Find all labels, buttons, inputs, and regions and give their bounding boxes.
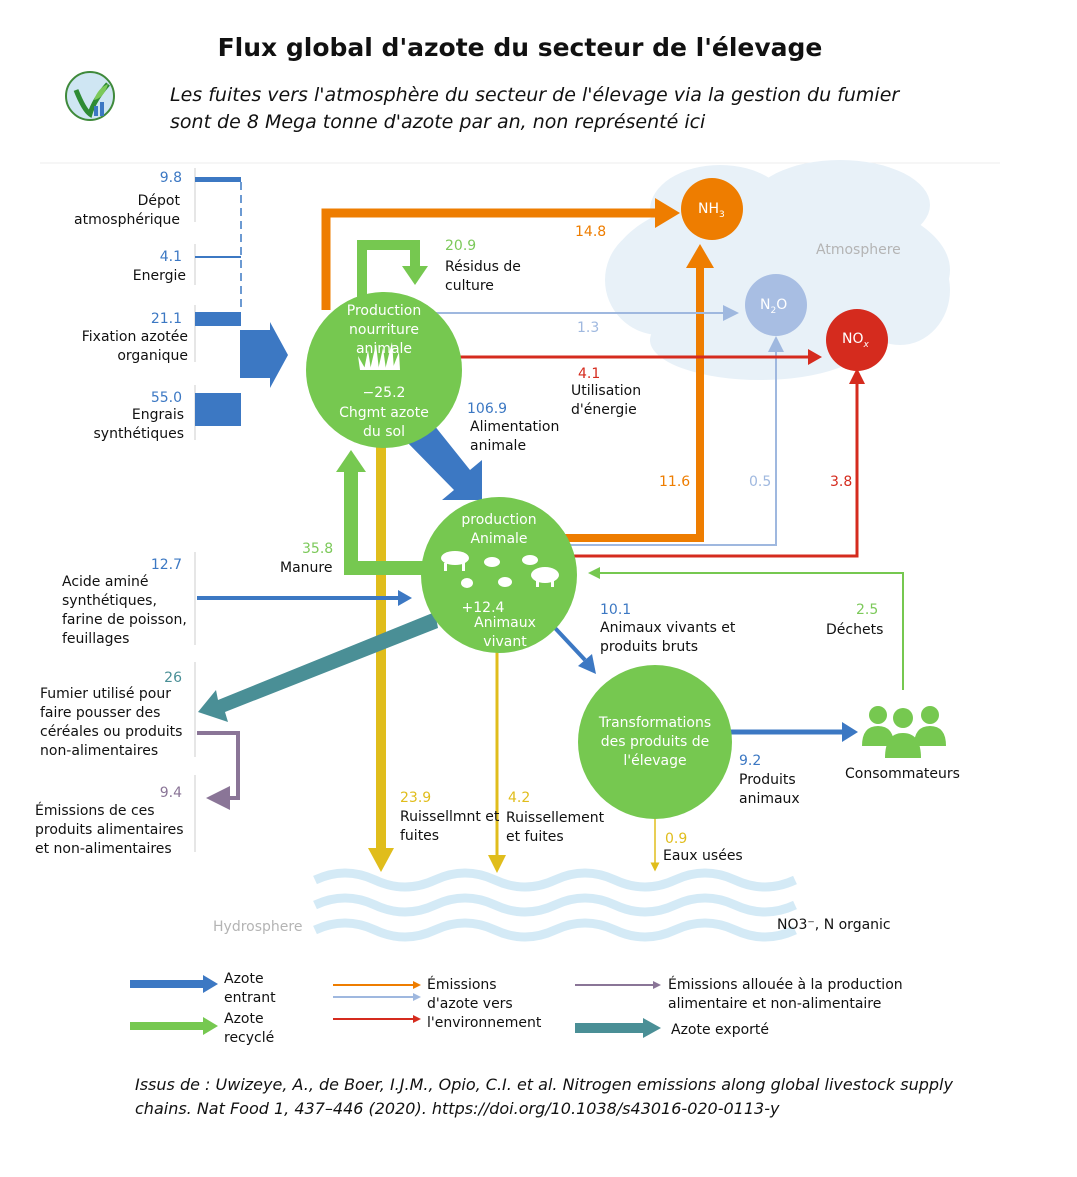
production-nourriture-value: −25.2 bbox=[362, 385, 406, 401]
energie-label: Energie bbox=[132, 268, 186, 284]
manure-flow bbox=[336, 450, 432, 575]
atmosphere-cloud bbox=[605, 160, 950, 380]
fumier-label: Fumier utilisé pour faire pousser des cé… bbox=[40, 686, 183, 759]
emissions-produits-value: 9.4 bbox=[159, 785, 182, 801]
dechets-flow bbox=[588, 567, 904, 690]
engrais-value: 55.0 bbox=[150, 390, 182, 406]
n2o-animal-value: 0.5 bbox=[749, 474, 772, 490]
consommateurs-label: Consommateurs bbox=[845, 766, 960, 782]
nh3-node bbox=[681, 178, 743, 240]
legend-emissions-alloc: Émissions allouée à la production alimen… bbox=[668, 977, 903, 1012]
n2o-top-value: 1.3 bbox=[577, 320, 600, 336]
legend-emissions-env: Émissions d'azote vers l'environnement bbox=[427, 977, 542, 1031]
transformations-title: Transformations des produits de l'élevag… bbox=[598, 715, 712, 769]
ruissellement1-label: Ruissellmnt et fuites bbox=[400, 809, 500, 844]
emissions-produits-label: Émissions de ces produits alimentaires e… bbox=[35, 803, 184, 857]
page-title: Flux global d'azote du secteur de l'élev… bbox=[217, 33, 823, 62]
acide-flow bbox=[197, 590, 412, 606]
nox-top-label: Utilisation d'énergie bbox=[571, 383, 642, 418]
ruissellement2-value: 4.2 bbox=[508, 790, 531, 806]
fixation-value: 21.1 bbox=[150, 311, 182, 327]
subtitle: Les fuites vers l'atmosphère du secteur … bbox=[170, 84, 900, 133]
residus-flow bbox=[357, 240, 420, 300]
legend-graphics bbox=[130, 975, 661, 1038]
ruissellement1-value: 23.9 bbox=[400, 790, 432, 806]
alimentation-value: 106.9 bbox=[467, 401, 508, 417]
eaux-usees-label: Eaux usées bbox=[663, 848, 743, 864]
dechets-label: Déchets bbox=[826, 622, 884, 638]
alimentation-flow bbox=[405, 420, 482, 500]
input-bars bbox=[195, 177, 288, 426]
transformations-node bbox=[578, 665, 732, 819]
nox-node bbox=[826, 309, 888, 371]
fumier-export-flow bbox=[198, 612, 438, 722]
source-citation: Issus de : Uwizeye, A., de Boer, I.J.M.,… bbox=[135, 1075, 953, 1118]
production-nourriture-title: Production nourriture animale bbox=[346, 303, 422, 357]
n2o-flows bbox=[435, 305, 784, 546]
fixation-label: Fixation azotée organique bbox=[81, 329, 188, 364]
hydrosphere-species: NO3⁻, N organic bbox=[777, 917, 891, 933]
acide-label: Acide aminé synthétiques, farine de pois… bbox=[62, 574, 187, 647]
residus-arrowhead bbox=[402, 266, 428, 285]
residus-value: 20.9 bbox=[445, 238, 477, 254]
legend-entrant: Azote entrant bbox=[224, 971, 276, 1006]
production-animale-title: production Animale bbox=[461, 512, 537, 547]
hydrosphere-waves bbox=[313, 868, 797, 942]
depot-value: 9.8 bbox=[159, 170, 182, 186]
produits-animaux-value: 9.2 bbox=[739, 753, 762, 769]
alimentation-label: Alimentation animale bbox=[470, 419, 560, 454]
atmosphere-label: Atmosphere bbox=[816, 242, 901, 258]
production-animale-node bbox=[421, 497, 577, 653]
hydrosphere-label: Hydrosphere bbox=[213, 919, 303, 935]
nox-label: NOx bbox=[842, 331, 869, 350]
n2o-node bbox=[745, 274, 807, 336]
eaux-usees-value: 0.9 bbox=[665, 831, 688, 847]
nh3-animal-value: 11.6 bbox=[659, 474, 691, 490]
grass-icon bbox=[358, 342, 400, 370]
energie-value: 4.1 bbox=[159, 249, 182, 265]
produits-animaux-flow bbox=[730, 722, 858, 742]
consumers-icon bbox=[862, 706, 946, 758]
animaux-vivants-value: 10.1 bbox=[600, 602, 632, 618]
production-nourriture-sub: Chgmt azote du sol bbox=[339, 405, 429, 440]
fumier-value: 26 bbox=[164, 670, 182, 686]
allocated-emissions-flow bbox=[197, 731, 240, 810]
manure-label: Manure bbox=[280, 560, 333, 576]
produits-animaux-label: Produits animaux bbox=[739, 772, 800, 807]
production-animale-sub: Animaux vivant bbox=[474, 615, 536, 650]
production-animale-value: +12.4 bbox=[461, 600, 505, 616]
nox-animal-value: 3.8 bbox=[830, 474, 853, 490]
residus-label: Résidus de culture bbox=[445, 259, 521, 294]
legend-recycle: Azote recyclé bbox=[224, 1011, 275, 1046]
nh3-top-value: 14.8 bbox=[575, 224, 607, 240]
animaux-vivants-label: Animaux vivants et produits bruts bbox=[600, 620, 736, 655]
animaux-vivants-flow bbox=[553, 626, 596, 674]
legend-exporte: Azote exporté bbox=[671, 1022, 770, 1038]
livestock-icons bbox=[441, 551, 559, 588]
n2o-label: N2O bbox=[760, 297, 788, 316]
acide-value: 12.7 bbox=[150, 557, 182, 573]
leaf-logo-icon bbox=[65, 71, 115, 121]
ruissellement2-label: Ruissellement et fuites bbox=[506, 810, 605, 845]
dechets-value: 2.5 bbox=[856, 602, 879, 618]
depot-label: Dépot atmosphérique bbox=[74, 193, 180, 228]
nox-flows bbox=[460, 349, 865, 558]
engrais-label: Engrais synthétiques bbox=[93, 407, 184, 442]
nox-top-value: 4.1 bbox=[578, 366, 601, 382]
nh3-label: NH3 bbox=[698, 201, 725, 220]
manure-value: 35.8 bbox=[302, 541, 334, 557]
